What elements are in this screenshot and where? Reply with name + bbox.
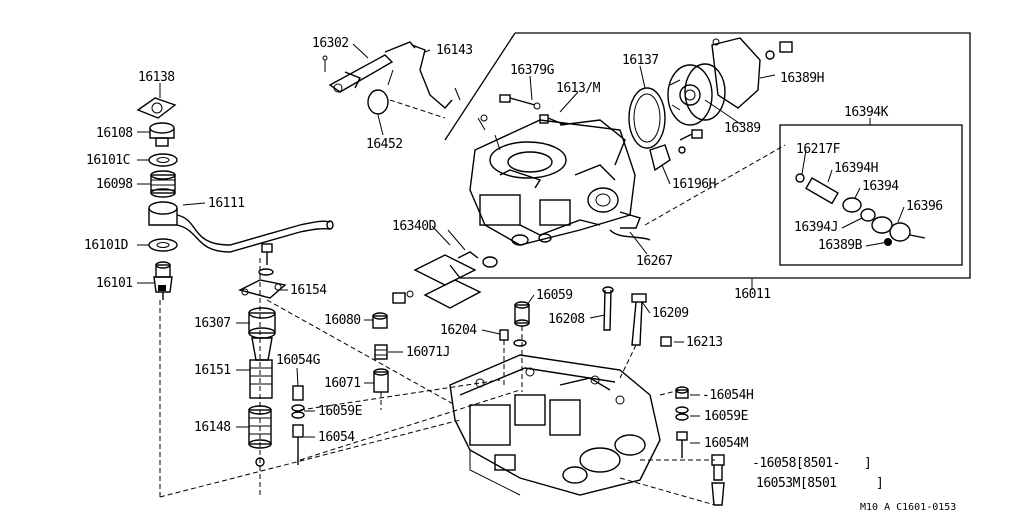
label-16389: 16389 (724, 121, 761, 136)
rod-16143 (411, 44, 461, 109)
label-16071J: 16071J (406, 345, 450, 360)
jet-16054 (292, 424, 304, 465)
screw-16137M (539, 114, 566, 126)
piston-16071 (373, 368, 389, 393)
needle-16208 (602, 286, 614, 331)
label-16389B: 16389B (818, 238, 863, 253)
gasket-16137 (628, 87, 666, 149)
label-16394H: 16394H (834, 161, 878, 176)
label-16302: 16302 (312, 36, 349, 51)
label-16138: 16138 (138, 70, 175, 85)
jet-16054H (675, 386, 689, 399)
label-16204: 16204 (440, 323, 477, 338)
label-16379G: 16379G (510, 63, 555, 78)
label-16396: 16396 (906, 199, 943, 214)
label-16101C: 16101C (86, 153, 130, 168)
filter-16098 (150, 170, 176, 198)
clip-16452 (367, 69, 394, 115)
label-16058: -16058[8501- (752, 456, 840, 471)
plug-16108 (149, 122, 175, 147)
valve-16059 (514, 301, 530, 327)
screw-16213 (660, 336, 672, 347)
label-16137: 16137 (622, 53, 659, 68)
carburetor-body (469, 114, 641, 246)
label-16059E-right: 16059E (704, 409, 748, 424)
label-16213: 16213 (686, 335, 723, 350)
gasket-16138 (136, 97, 177, 119)
label-16209: 16209 (652, 306, 689, 321)
plug-16080 (372, 312, 388, 329)
washer-16059E-right (675, 406, 689, 421)
bolt-16154-group (258, 243, 274, 276)
jet-16054G (292, 385, 304, 401)
valve-16058 (711, 454, 725, 481)
footer-code: M10 A C1601-0153 (860, 502, 956, 513)
label-16053M: 16053M[8501 (756, 476, 837, 491)
plunger-16151 (249, 337, 273, 399)
screw-near-16389 (679, 129, 703, 141)
label-16058-end: ] (864, 456, 871, 471)
bracket-16196H (649, 144, 686, 172)
label-16054G: 16054G (276, 353, 321, 368)
label-16154: 16154 (290, 283, 327, 298)
label-16137M: 1613/M (556, 81, 601, 96)
label-16011: 16011 (734, 287, 771, 302)
label-16101: 16101 (96, 276, 133, 291)
label-16071: 16071 (324, 376, 361, 391)
label-16394K: 16394K (844, 105, 889, 120)
valve-16053M (711, 482, 725, 506)
gasket-16340D (413, 251, 498, 309)
label-16054H: -16054H (702, 388, 753, 403)
label-16208: 16208 (548, 312, 585, 327)
label-16143: 16143 (436, 43, 473, 58)
washer-16101C (148, 153, 178, 167)
label-16267: 16267 (636, 254, 673, 269)
cover-16389 (667, 63, 726, 126)
bolt-16101 (153, 261, 173, 300)
label-16340D: 16340D (392, 219, 437, 234)
label-16054M: 16054M (704, 436, 749, 451)
label-16151: 16151 (194, 363, 231, 378)
spring-16148 (248, 405, 272, 449)
label-16101D: 16101D (84, 238, 129, 253)
housing-16307 (248, 307, 276, 339)
diaphragm-16389H (711, 37, 793, 109)
label-16307: 16307 (194, 316, 231, 331)
label-16111: 16111 (208, 196, 245, 211)
fuel-pipe-16111 (148, 201, 334, 253)
label-16059: 16059 (536, 288, 573, 303)
label-16389H: 16389H (780, 71, 824, 86)
label-16059E: 16059E (318, 404, 362, 419)
label-16108: 16108 (96, 126, 133, 141)
needle-16209 (631, 293, 647, 346)
label-16452: 16452 (366, 137, 403, 152)
label-16394: 16394 (862, 179, 899, 194)
label-16196H: 16196H (672, 177, 716, 192)
label-16080: 16080 (324, 313, 361, 328)
label-16053M-end: ] (876, 476, 883, 491)
washer-16059E (291, 404, 305, 419)
jet-16054M (676, 431, 688, 458)
label-16054: 16054 (318, 430, 355, 445)
plate-16154 (238, 279, 287, 299)
screw-left-16340D (392, 290, 414, 304)
label-16217F: 16217F (796, 142, 841, 157)
screw-16379G (499, 94, 541, 110)
label-16148: 16148 (194, 420, 231, 435)
main-body-lower (449, 354, 661, 496)
washer-16101D (148, 238, 178, 252)
hose-16267 (609, 229, 651, 241)
label-16394J: 16394J (794, 220, 838, 235)
subassembly-box-16394K (779, 124, 963, 266)
label-16098: 16098 (96, 177, 133, 192)
spring-16071J (374, 344, 388, 360)
assembly-frame (449, 32, 971, 279)
